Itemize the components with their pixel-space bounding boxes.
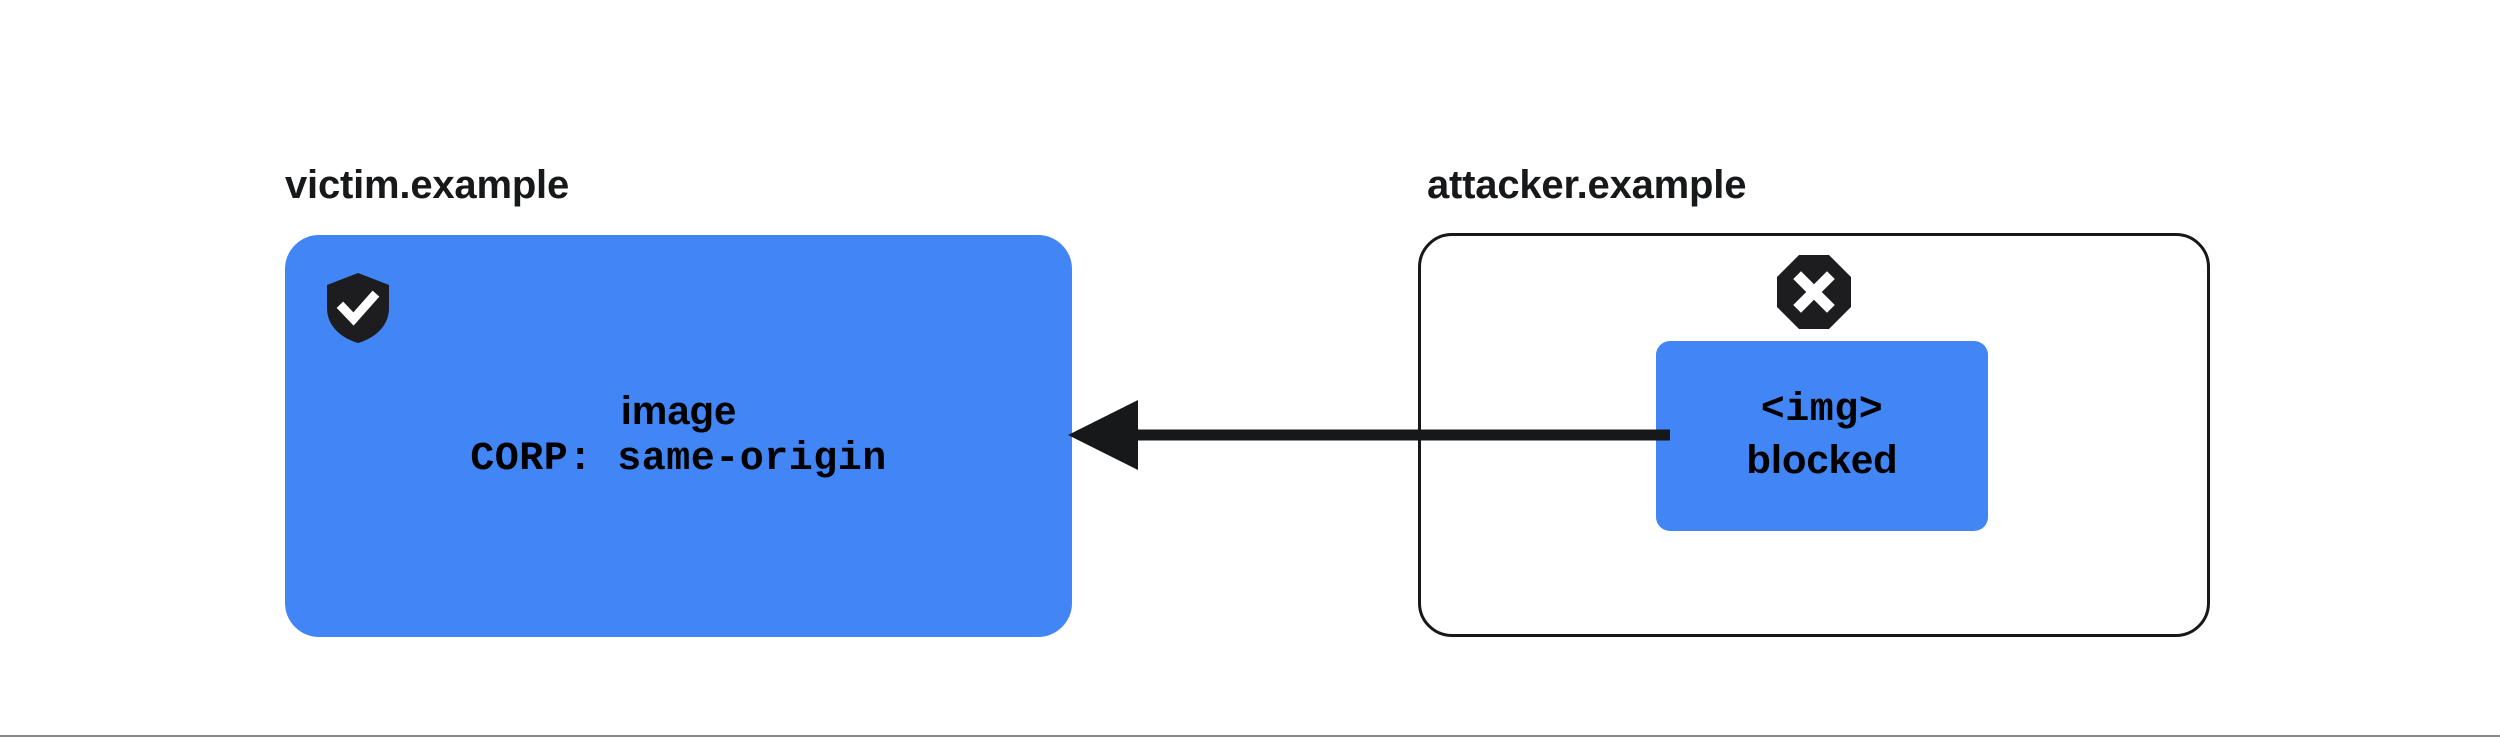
attacker-img-element-box: <img> blocked xyxy=(1656,341,1988,531)
victim-origin-box: image CORP: same-origin xyxy=(285,235,1072,637)
victim-resource-text: image CORP: same-origin xyxy=(285,387,1072,485)
victim-corp-header: CORP: same-origin xyxy=(470,437,887,482)
bottom-divider xyxy=(0,735,2500,737)
attacker-origin-box: <img> blocked xyxy=(1418,233,2210,637)
attacker-element-state: blocked xyxy=(1746,438,1898,482)
attacker-origin-label: attacker.example xyxy=(1427,163,1747,207)
attacker-img-text: <img> blocked xyxy=(1656,387,1988,485)
attacker-element-tag: <img> xyxy=(1760,388,1884,434)
shield-check-icon xyxy=(325,272,391,344)
victim-origin-label: victim.example xyxy=(285,163,570,207)
blocked-request-arrow xyxy=(1040,400,1670,470)
victim-resource-type: image xyxy=(620,389,737,434)
octagon-x-icon xyxy=(1776,254,1852,330)
